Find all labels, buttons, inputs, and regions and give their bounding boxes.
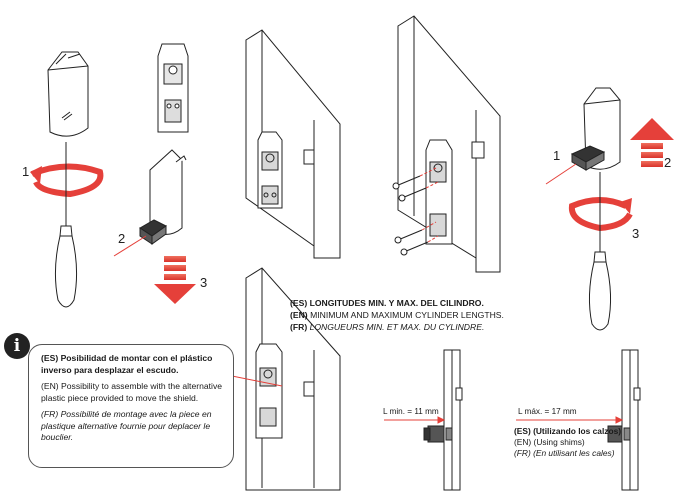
shim-en: (EN) (Using shims) [514, 437, 585, 447]
callout-3-right: 3 [632, 226, 639, 241]
cylinder-max-diagram [607, 349, 641, 491]
door-top [245, 29, 341, 259]
callout-3-left: 3 [200, 275, 207, 290]
cylinder-en: MINIMUM AND MAXIMUM CYLINDER LENGTHS. [310, 310, 504, 320]
callout-2-right: 2 [664, 155, 671, 170]
escutcheon-cover-right [583, 87, 621, 188]
lmax-label: L máx. = 17 mm [518, 407, 577, 416]
mounting-screws [392, 167, 439, 256]
spacer-block-right [570, 145, 606, 171]
cylinder-min-diagram [423, 349, 463, 491]
screwdriver-left [54, 160, 78, 308]
info-note: (ES) Posibilidad de montar con el plásti… [28, 344, 234, 468]
callout-2-left: 2 [118, 231, 125, 246]
door-bottom [245, 267, 341, 491]
spacer-block [139, 219, 167, 245]
callout-1-right: 1 [553, 148, 560, 163]
info-fr: (FR) Possibilité de montage avec la piec… [41, 409, 212, 442]
shim-note: (ES) (Utilizando los calzos) (EN) (Using… [514, 426, 621, 459]
callout-1-left: 1 [22, 164, 29, 179]
screwdriver-right [588, 188, 612, 331]
callout-line-2-left [113, 235, 147, 257]
rotation-arrow-left [30, 163, 104, 198]
lmax-dimension [516, 416, 624, 424]
cylinder-es: (ES) LONGITUDES MIN. Y MAX. DEL CILINDRO… [290, 298, 484, 308]
cylinder-fr: LONGUEURS MIN. ET MAX. DU CYLINDRE. [309, 322, 485, 332]
cylinder-lengths-title: (ES) LONGITUDES MIN. Y MAX. DEL CILINDRO… [290, 297, 620, 333]
lmin-dimension [384, 416, 446, 424]
down-arrow-red [154, 256, 196, 304]
up-arrow-red [630, 118, 674, 167]
escutcheon-cover-drawing [47, 51, 89, 160]
info-pointer-line [231, 375, 283, 387]
rotation-arrow-right [568, 197, 633, 232]
info-icon: i [4, 333, 30, 359]
info-es: (ES) Posibilidad de montar con el plásti… [41, 353, 213, 375]
cylinder-en-prefix: (EN) [290, 310, 308, 320]
lock-plate-drawing [157, 43, 189, 133]
shim-fr: (FR) (En utilisant les cales) [514, 448, 615, 458]
callout-line-1-right [545, 163, 577, 185]
lmin-label: L min. = 11 mm [383, 407, 439, 416]
cylinder-fr-prefix: (FR) [290, 322, 308, 332]
door-right [397, 15, 501, 273]
info-en: (EN) Possibility to assemble with the al… [41, 381, 223, 403]
shim-es: (ES) (Utilizando los calzos) [514, 426, 622, 436]
